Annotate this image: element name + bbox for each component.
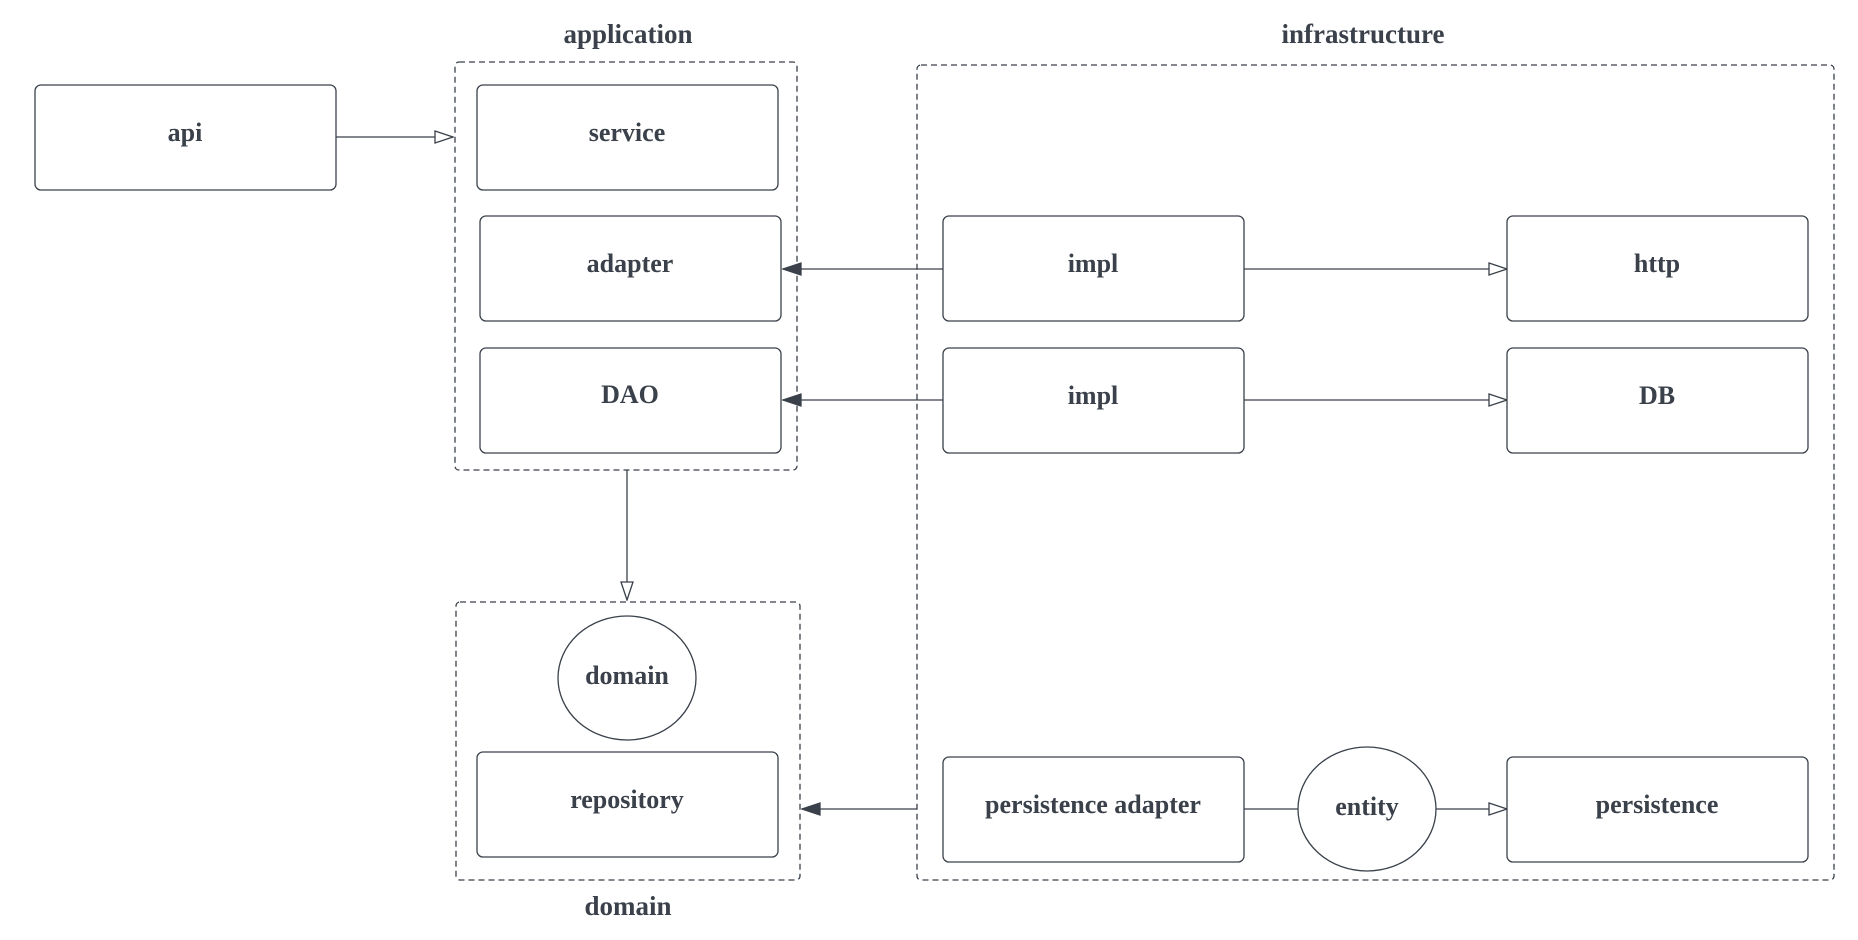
persistence-adapter-node bbox=[942, 756, 1245, 863]
entity-node bbox=[1297, 746, 1437, 872]
repository-label: repository bbox=[570, 785, 684, 814]
dao-label: DAO bbox=[601, 380, 659, 409]
infrastructure-group-label: infrastructure bbox=[1282, 19, 1445, 49]
domain-group bbox=[455, 601, 801, 881]
dao-node bbox=[479, 347, 782, 454]
api-node bbox=[34, 84, 337, 191]
db-node bbox=[1506, 347, 1809, 454]
service-node bbox=[476, 84, 779, 191]
persistence-node bbox=[1506, 756, 1809, 863]
entity-label: entity bbox=[1335, 792, 1399, 821]
persistence-label: persistence bbox=[1596, 790, 1719, 819]
http-node bbox=[1506, 215, 1809, 322]
impl-http-label: impl bbox=[1068, 249, 1119, 278]
impl-db-label: impl bbox=[1068, 381, 1119, 410]
db-label: DB bbox=[1639, 381, 1675, 410]
service-label: service bbox=[589, 118, 666, 147]
domain-group-label: domain bbox=[584, 891, 671, 921]
infrastructure-group bbox=[916, 64, 1835, 881]
repository-node bbox=[476, 751, 779, 858]
impl-db-node bbox=[942, 347, 1245, 454]
impl-http-node bbox=[942, 215, 1245, 322]
adapter-label: adapter bbox=[587, 249, 674, 278]
domain-label: domain bbox=[585, 661, 669, 690]
http-label: http bbox=[1634, 249, 1680, 278]
domain-node bbox=[557, 615, 697, 741]
application-group-label: application bbox=[563, 19, 692, 49]
adapter-node bbox=[479, 215, 782, 322]
persistence-adapter-label: persistence adapter bbox=[985, 790, 1201, 819]
api-label: api bbox=[168, 118, 203, 147]
